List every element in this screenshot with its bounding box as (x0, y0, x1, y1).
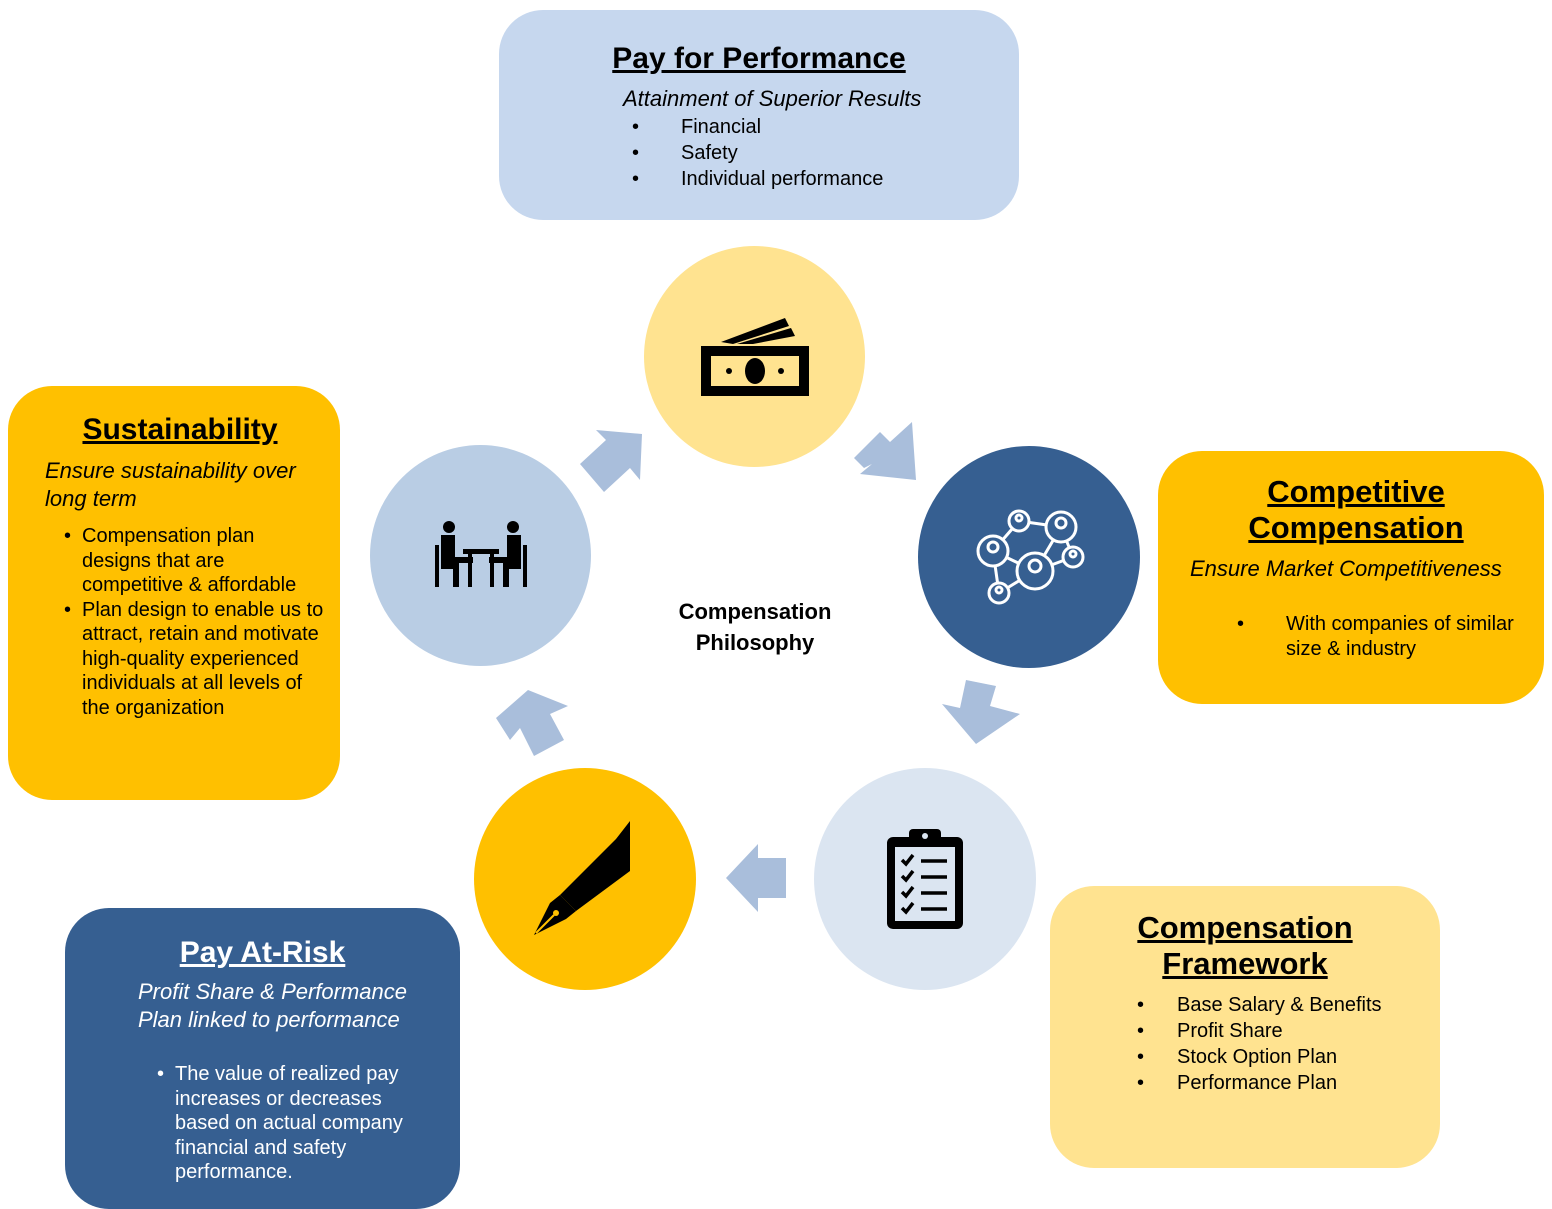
pay-at-risk-subtitle: Profit Share & Performance Plan linked t… (138, 979, 408, 1032)
sustainability-box: Sustainability Ensure sustainability ove… (8, 386, 340, 800)
pay-for-performance-title: Pay for Performance (612, 42, 906, 75)
list-item: Performance Plan (1137, 1070, 1382, 1096)
list-item: Financial (632, 114, 883, 140)
list-item: Compensation plan designs that are compe… (64, 524, 324, 598)
title-line: Compensation (1137, 910, 1353, 945)
pay-for-performance-subtitle: Attainment of Superior Results (623, 86, 922, 111)
compensation-framework-list: Base Salary & Benefits Profit Share Stoc… (1137, 992, 1382, 1096)
pay-at-risk-list: The value of realized pay increases or d… (157, 1062, 427, 1185)
list-item: The value of realized pay increases or d… (157, 1062, 427, 1185)
arrow-to-competitive (854, 422, 916, 480)
network-icon (976, 509, 1085, 605)
arrow-to-pay (580, 430, 642, 492)
meeting-icon (434, 520, 527, 587)
pay-at-risk-title: Pay At-Risk (179, 936, 346, 969)
arrow-to-risk (726, 844, 786, 912)
money-icon (700, 317, 809, 396)
title-line: Competitive (1267, 474, 1445, 509)
list-item: Safety (632, 140, 883, 166)
arrow-to-framework (942, 680, 1020, 744)
title-line: Compensation (1248, 510, 1464, 545)
sustainability-circle (370, 445, 591, 666)
pay-at-risk-box: Pay At-Risk Profit Share & Performance P… (65, 908, 460, 1209)
list-item: Individual performance (632, 166, 883, 192)
competitive-compensation-list: With companies of similar size & industr… (1237, 612, 1527, 661)
list-item: Plan design to enable us to attract, ret… (64, 598, 324, 721)
risk-circle (474, 768, 696, 990)
pen-icon (534, 821, 630, 935)
center-label-line: Philosophy (695, 630, 815, 655)
list-item: Stock Option Plan (1137, 1044, 1382, 1070)
list-item: Base Salary & Benefits (1137, 992, 1382, 1018)
center-label: Compensation Philosophy (640, 596, 870, 658)
list-item: Profit Share (1137, 1018, 1382, 1044)
competitive-circle (918, 446, 1140, 668)
arrow-to-sustainability (496, 690, 568, 756)
pay-for-performance-box: Pay for Performance Attainment of Superi… (499, 10, 1019, 220)
center-label-line: Compensation (678, 599, 832, 624)
sustainability-list: Compensation plan designs that are compe… (64, 524, 324, 720)
pay-circle (644, 246, 865, 467)
framework-circle (814, 768, 1036, 990)
sustainability-title: Sustainability (82, 413, 278, 446)
pay-for-performance-list: Financial Safety Individual performance (632, 114, 883, 192)
list-item: With companies of similar size & industr… (1237, 612, 1527, 661)
competitive-compensation-subtitle: Ensure Market Competitiveness (1190, 556, 1502, 581)
title-line: Framework (1162, 946, 1328, 981)
sustainability-subtitle: Ensure sustainability over long term (45, 458, 296, 511)
checklist-icon (887, 829, 963, 929)
